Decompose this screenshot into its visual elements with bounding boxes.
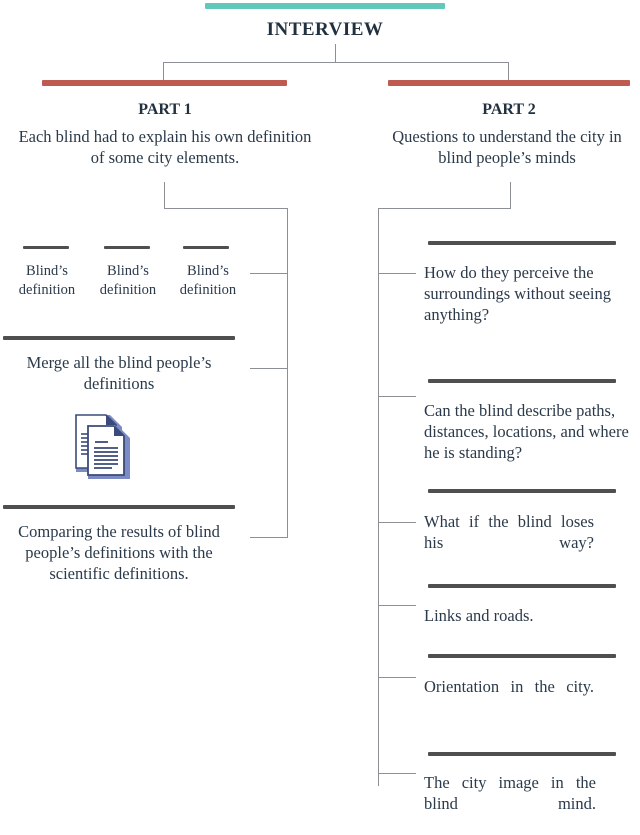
connector-part1-stub-compare <box>250 537 288 538</box>
question-6: The city image in the blind mind. <box>424 773 596 814</box>
question-rule-2 <box>428 379 616 383</box>
question-rule-4 <box>428 584 616 588</box>
part2-accent-bar <box>388 80 630 86</box>
connector-part2-drop <box>510 182 511 208</box>
question-rule-3 <box>428 489 616 493</box>
blind-definition-bar-3 <box>183 246 229 249</box>
blind-definition-3: Blind’s definition <box>179 263 237 298</box>
part1-description: Each blind had to explain his own defini… <box>18 127 312 168</box>
merge-rule <box>3 336 235 340</box>
blind-definition-2: Blind’s definition <box>99 263 157 298</box>
connector-part1-elbow <box>164 208 287 209</box>
blind-definition-bar-2 <box>104 246 150 249</box>
part1-heading: PART 1 <box>138 101 192 118</box>
merge-label: Merge all the blind people’s definitions <box>26 353 212 394</box>
connector-part2-stub-6 <box>378 773 416 774</box>
blind-definition-1: Blind’s definition <box>18 263 76 298</box>
part1-accent-bar <box>42 80 287 86</box>
connector-part2-stub-1 <box>378 273 416 274</box>
connector-part2-elbow <box>378 208 511 209</box>
connector-part1-drop <box>164 182 165 208</box>
connector-part1-spine <box>287 208 288 538</box>
connector-bracket-horizontal <box>163 62 509 63</box>
connector-part1-stub-definitions <box>250 273 288 274</box>
connector-part1-stub-merge <box>250 368 288 369</box>
connector-bracket-leg-left <box>163 62 164 83</box>
connector-part2-stub-3 <box>378 522 416 523</box>
question-rule-1 <box>428 241 616 245</box>
documents-icon <box>70 412 134 482</box>
connector-part2-stub-2 <box>378 396 416 397</box>
question-rule-5 <box>428 654 616 658</box>
question-4: Links and roads. <box>424 606 534 625</box>
blind-definition-bar-1 <box>23 246 69 249</box>
question-rule-6 <box>428 752 616 756</box>
question-1: How do they perceive the surroundings wi… <box>424 263 611 325</box>
question-3: What if the blind loses his way? <box>424 512 594 553</box>
page-title: INTERVIEW <box>266 19 384 40</box>
compare-label: Comparing the results of blind people’s … <box>18 522 220 584</box>
connector-part2-spine <box>378 208 379 786</box>
compare-rule <box>3 505 235 509</box>
question-5: Orientation in the city. <box>424 677 594 696</box>
connector-bracket-leg-right <box>508 62 509 83</box>
part2-heading: PART 2 <box>482 101 536 118</box>
connector-part2-stub-4 <box>378 605 416 606</box>
connector-part2-stub-5 <box>378 677 416 678</box>
part2-description: Questions to understand the city in blin… <box>392 127 622 168</box>
question-2: Can the blind describe paths, distances,… <box>424 401 629 463</box>
title-accent-bar <box>205 3 445 9</box>
connector-root-vertical <box>335 44 336 62</box>
